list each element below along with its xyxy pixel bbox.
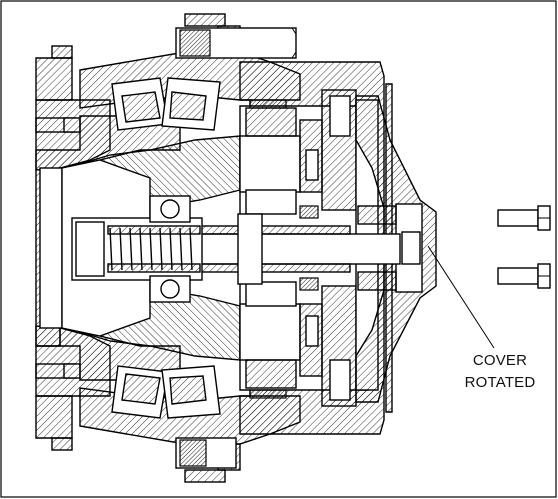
needle-bearings [249, 99, 319, 399]
roller-bearing-top [111, 77, 221, 131]
hub-housing [35, 115, 241, 381]
bottom-bolt [175, 437, 237, 469]
cover-rotated-label: COVER ROTATED [452, 350, 548, 394]
planet-gear-bottom [239, 281, 323, 389]
brake-spring-assembly [71, 217, 203, 281]
cover-label-line2: ROTATED [464, 374, 536, 391]
cover-label-line1: COVER [472, 352, 528, 369]
roller-bearing-bottom [111, 365, 221, 419]
ball-bearing-top [149, 195, 191, 223]
top-bolt [175, 27, 297, 59]
cover-bolt-upper [497, 205, 551, 231]
ball-bearing-bottom [149, 275, 191, 303]
callout-leader-line [427, 245, 495, 349]
planet-gear-top [239, 107, 323, 215]
cover-bolt-lower [497, 263, 551, 289]
